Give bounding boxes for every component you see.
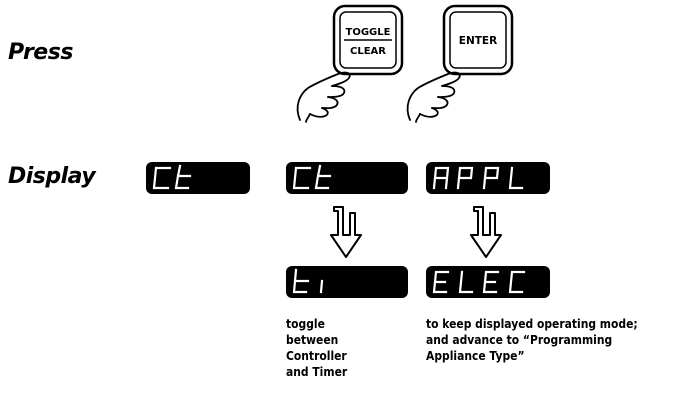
display-after-enter-appl xyxy=(426,162,550,194)
toggle-note-line: and Timer xyxy=(286,364,348,379)
pressing-hand-icon xyxy=(406,71,461,123)
enter-note-line: and advance to “Programming xyxy=(426,332,613,347)
toggle-clear-key[interactable]: TOGGLE CLEAR xyxy=(286,2,416,123)
press-label: Press xyxy=(8,40,73,65)
display-enter-result-elec xyxy=(426,266,550,298)
display-initial-ct xyxy=(146,162,250,194)
display-label: Display xyxy=(8,164,96,189)
down-arrow-icon xyxy=(470,206,502,258)
toggle-note-line: Controller xyxy=(286,348,347,363)
enter-note-line: to keep displayed operating mode; xyxy=(426,316,638,331)
segment-readout xyxy=(292,164,332,190)
down-arrow-icon xyxy=(330,206,362,258)
segment-readout xyxy=(292,268,324,294)
toggle-note: toggle between Controller and Timer xyxy=(286,316,347,380)
toggle-key-label: TOGGLE xyxy=(346,27,391,38)
enter-key[interactable]: ENTER xyxy=(396,2,526,123)
display-toggle-result-t1 xyxy=(286,266,408,298)
enter-key-label: ENTER xyxy=(459,35,497,47)
clear-key-label: CLEAR xyxy=(350,46,386,57)
enter-note-line: Appliance Type” xyxy=(426,348,525,363)
enter-note: to keep displayed operating mode; and ad… xyxy=(426,316,638,364)
toggle-note-line: between xyxy=(286,332,339,347)
toggle-note-line: toggle xyxy=(286,316,325,331)
segment-readout xyxy=(152,164,192,190)
display-after-toggle-ct xyxy=(286,162,408,194)
segment-readout xyxy=(432,166,524,190)
pressing-hand-icon xyxy=(296,71,351,123)
segment-readout xyxy=(432,270,526,294)
